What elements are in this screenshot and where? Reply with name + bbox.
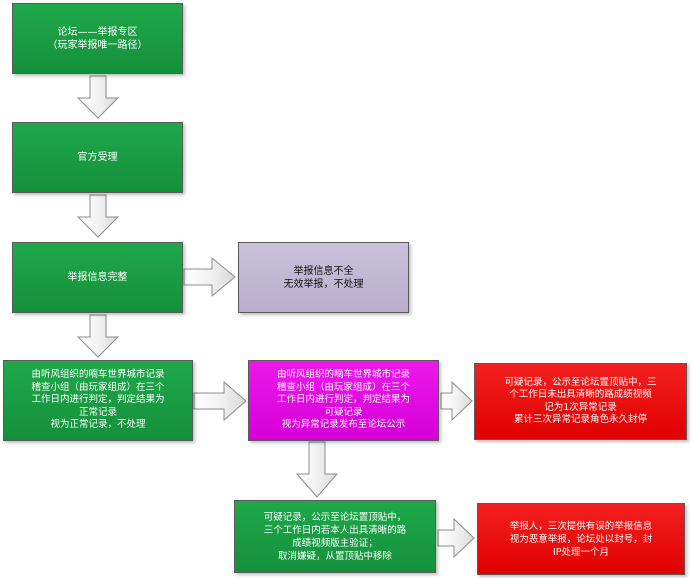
node-false-report: 举报人，三次提供有误的举报信息 视为恶意举报，论坛处以封号，封 IP处理一个月 (477, 503, 685, 575)
node-report-zone-text: 论坛——举报专区 （玩家举报唯一路径） (47, 26, 148, 51)
node-suspicious-with-video-text: 可疑记录，公示至论坛置顶贴中， 三个工作日内若本人出具清晰的路 成绩视频版主验证… (263, 511, 407, 562)
arrow-complete-to-incomplete (183, 256, 236, 298)
arrow-video-to-false (437, 517, 475, 559)
node-official-accept-text: 官方受理 (77, 152, 118, 163)
node-info-incomplete: 举报信息不全 无效举报，不处理 (238, 242, 409, 313)
node-official-accept: 官方受理 (12, 122, 183, 193)
node-review-suspicious: 由听风组织的嘀车世界城市记录 稽查小组（由玩家组成）在三个 工作日内进行判定，判… (248, 360, 439, 441)
node-suspicious-no-video: 可疑记录，公示至论坛置顶贴中，三 个工作日未出具清晰的路成绩视频 记为1次异常记… (474, 363, 687, 440)
node-review-normal: 由听风组织的嘀车世界城市记录 稽查小组（由玩家组成）在三个 工作日内进行判定，判… (3, 360, 193, 441)
arrow-complete-to-normal (76, 314, 120, 358)
arrow-suspicious-to-video (295, 441, 339, 498)
node-false-report-text: 举报人，三次提供有误的举报信息 视为恶意举报，论坛处以封号，封 IP处理一个月 (509, 520, 653, 558)
node-report-zone: 论坛——举报专区 （玩家举报唯一路径） (12, 3, 183, 74)
node-suspicious-with-video: 可疑记录，公示至论坛置顶贴中， 三个工作日内若本人出具清晰的路 成绩视频版主验证… (234, 500, 436, 573)
arrow-suspicious-to-novideo (440, 380, 473, 422)
node-info-complete-text: 举报信息完整 (67, 272, 128, 283)
node-review-suspicious-text: 由听风组织的嘀车世界城市记录 稽查小组（由玩家组成）在三个 工作日内进行判定，判… (276, 369, 410, 431)
arrow-zone-to-accept (76, 75, 120, 119)
arrow-accept-to-complete (76, 194, 120, 238)
node-info-incomplete-text: 举报信息不全 无效举报，不处理 (283, 265, 364, 290)
arrow-normal-to-suspicious (193, 380, 247, 422)
node-suspicious-no-video-text: 可疑记录，公示至论坛置顶贴中，三 个工作日未出具清晰的路成绩视频 记为1次异常记… (504, 376, 657, 426)
node-info-complete: 举报信息完整 (12, 242, 183, 313)
node-review-normal-text: 由听风组织的嘀车世界城市记录 稽查小组（由玩家组成）在三个 工作日内进行判定，判… (31, 369, 165, 431)
